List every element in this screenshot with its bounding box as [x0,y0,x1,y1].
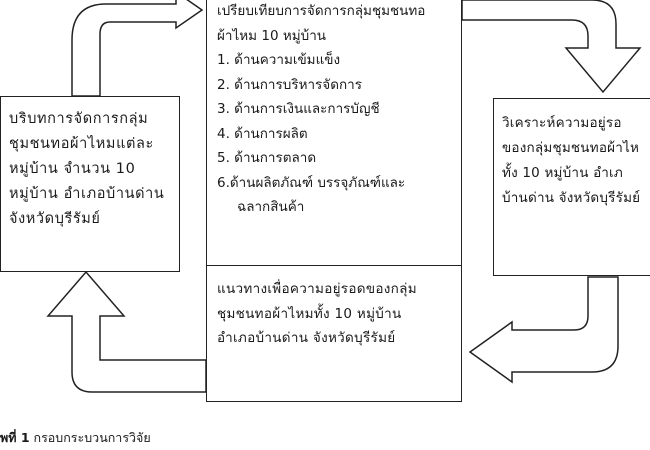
arrow-right-to-center [468,276,619,384]
comparison-item: 1. ด้านความเข้มแข็ง [217,52,341,68]
arrow-center-to-left [46,270,207,393]
arrow-left-to-center [71,0,204,97]
comparison-section: เปรียบเทียบการจัดการกลุ่มชุมชนทอ ผ้าไหม … [207,0,461,265]
guideline-line: อำเภอบ้านด่าน จังหวัดบุรีรัมย์ [217,330,396,346]
context-line: ชุมชนทอผ้าไหมแต่ละ [9,136,154,152]
figure-title: กรอบกระบวนการวิจัย [33,430,151,445]
section-divider [207,265,461,266]
comparison-item: 5. ด้านการตลาด [217,150,317,166]
comparison-heading-line: เปรียบเทียบการจัดการกลุ่มชุมชนทอ [217,3,426,19]
context-line: หมู่บ้าน จำนวน 10 [9,161,136,177]
comparison-heading-line: ผ้าไหม 10 หมู่บ้าน [217,27,327,44]
figure-caption: พที่ 1 กรอบกระบวนการวิจัย [0,428,151,448]
comparison-item: 3. ด้านการเงินและการบัญชี [217,101,380,117]
analysis-line: วิเคราะห์ความอยู่รอ [502,115,622,131]
context-line: หมู่บ้าน อำเภอบ้านด่าน [9,186,165,202]
guideline-line: ชุมชนทอผ้าไหมทั้ง 10 หมู่บ้าน [217,305,402,322]
guideline-line: แนวทางเพื่อความอยู่รอดของกลุ่ม [217,281,417,297]
analysis-line: บ้านด่าน จังหวัดบุรีรัมย์ [502,190,641,206]
context-line: จังหวัดบุรีรัมย์ [9,211,101,227]
comparison-box: เปรียบเทียบการจัดการกลุ่มชุมชนทอ ผ้าไหม … [206,0,462,402]
guideline-section: แนวทางเพื่อความอยู่รอดของกลุ่ม ชุมชนทอผ้… [207,271,461,351]
comparison-item: 6.ด้านผลิตภัณฑ์ บรรจุภัณฑ์และ [217,174,406,191]
context-line: บริบทการจัดการกลุ่ม [9,111,149,127]
comparison-item-continued: ฉลากสินค้า [237,199,305,215]
figure-number: พที่ 1 [0,430,30,445]
analysis-line: ของกลุ่มชุมชนทอผ้าไห [502,140,640,156]
arrow-center-to-right [461,0,642,94]
comparison-item: 4. ด้านการผลิต [217,125,308,142]
analysis-box: วิเคราะห์ความอยู่รอ ของกลุ่มชุมชนทอผ้าไห… [493,98,650,276]
comparison-item: 2. ด้านการบริหารจัดการ [217,76,362,93]
analysis-line: ทั้ง 10 หมู่บ้าน อำเภ [502,165,623,181]
context-box: บริบทการจัดการกลุ่ม ชุมชนทอผ้าไหมแต่ละ ห… [0,96,180,272]
